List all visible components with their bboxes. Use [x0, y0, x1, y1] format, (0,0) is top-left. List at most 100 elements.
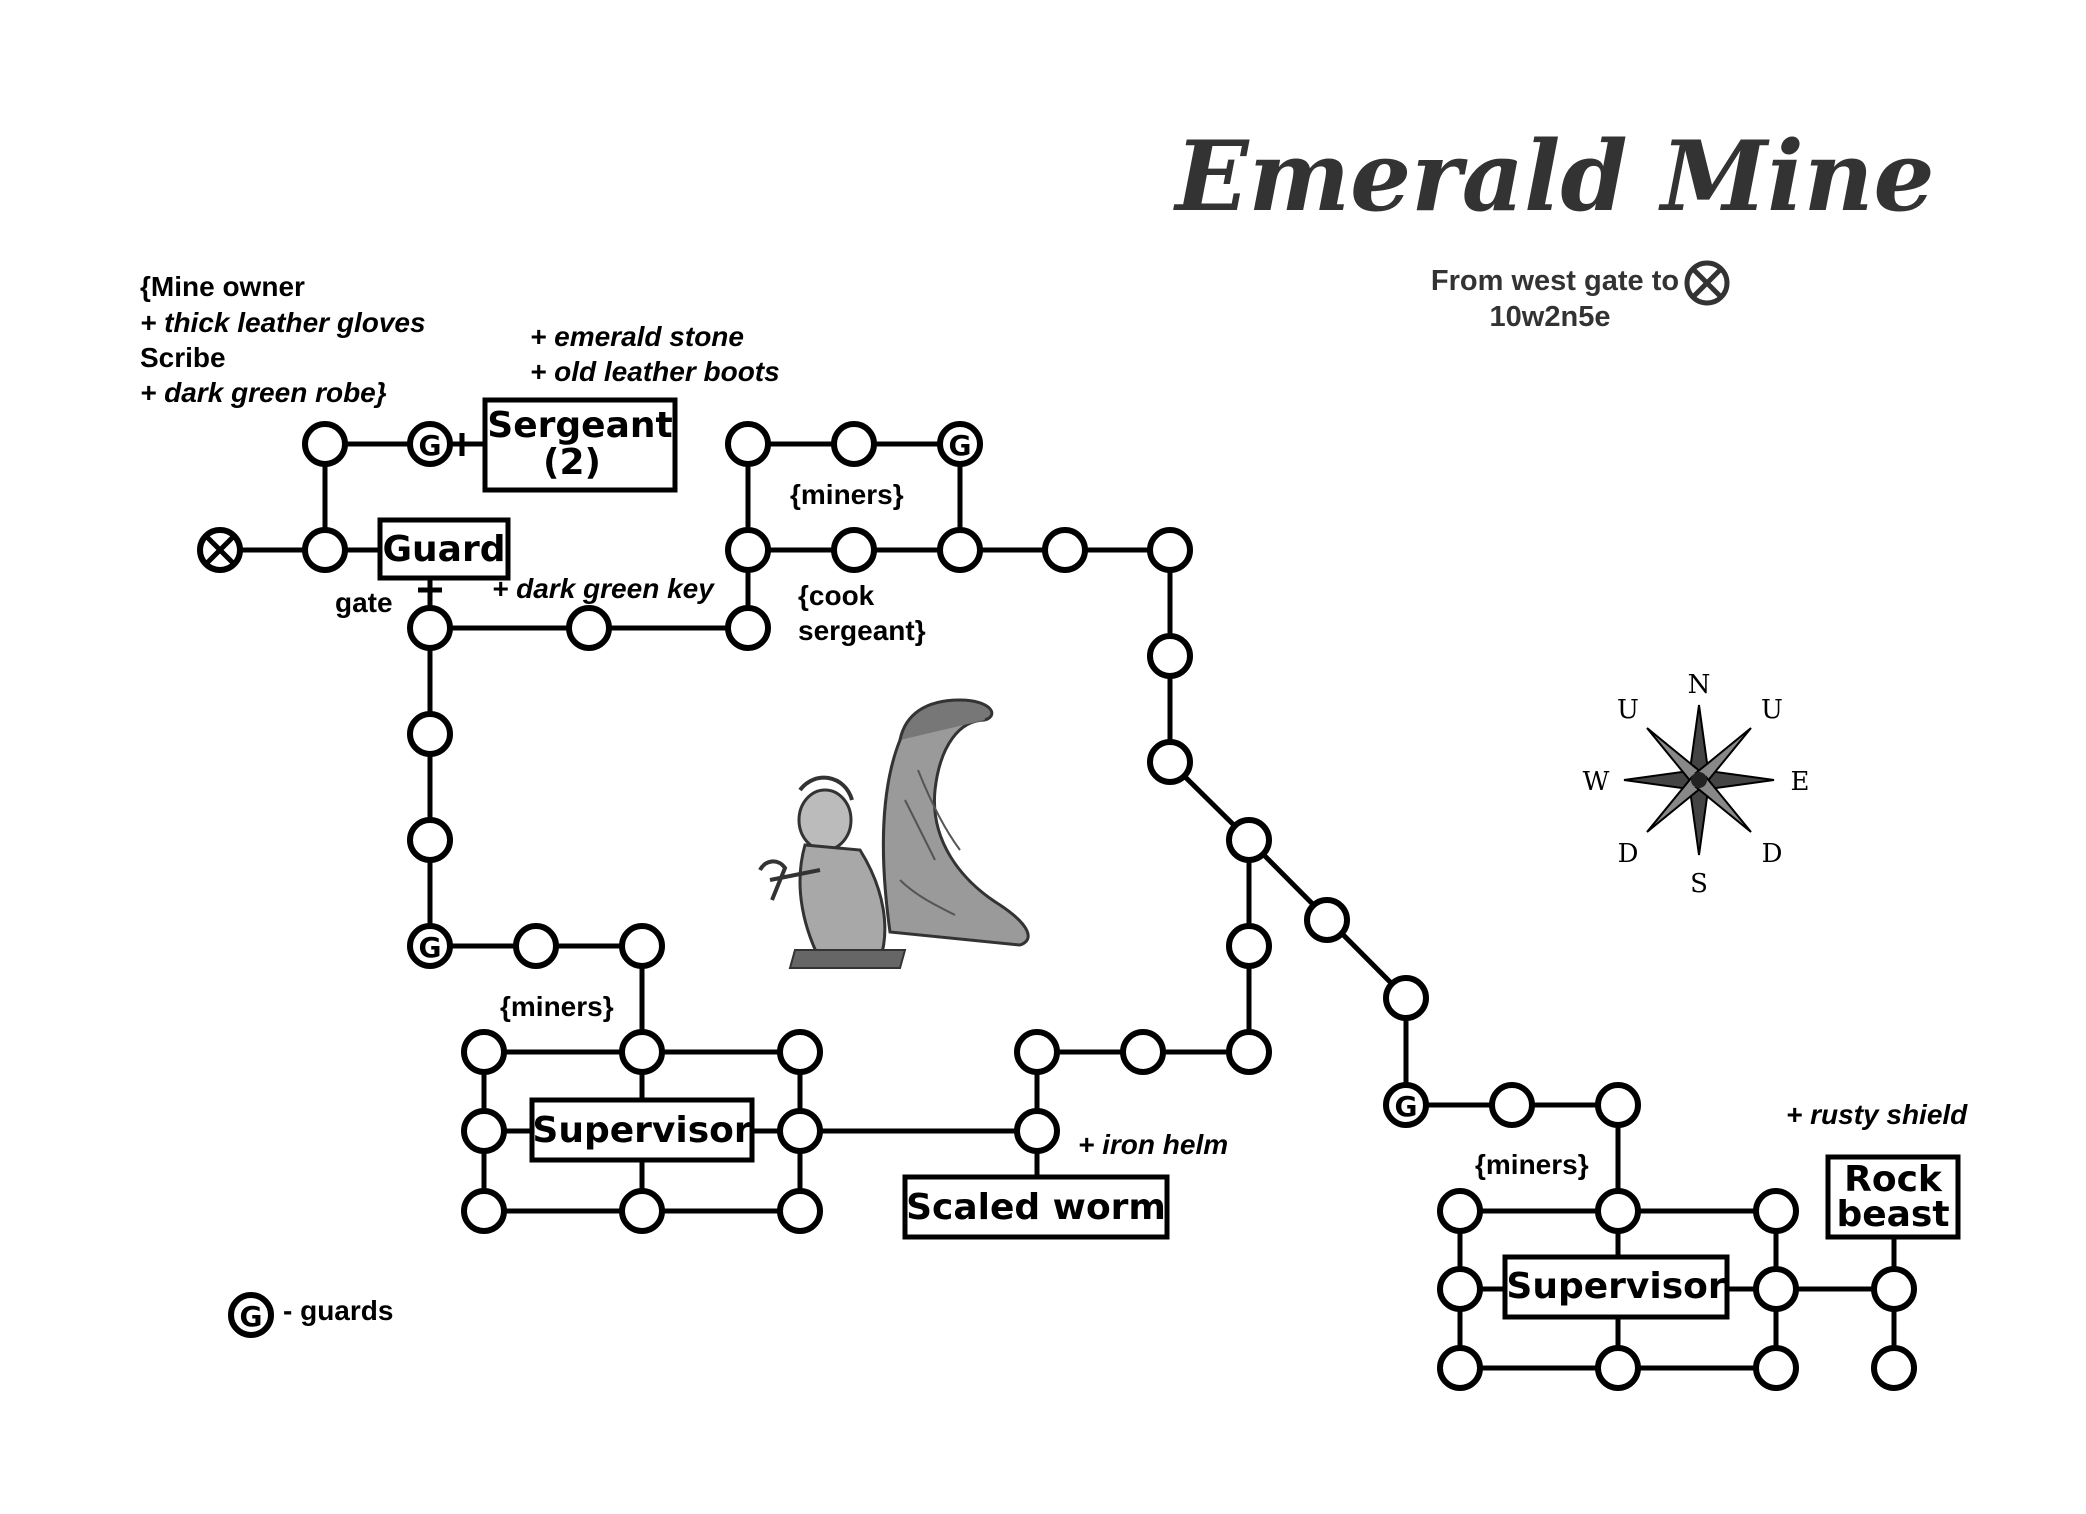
- label-rusty-shield: + rusty shield: [1786, 1099, 1968, 1130]
- room: [725, 421, 771, 467]
- supervisor-box-right: Supervisor: [1502, 1254, 1730, 1320]
- label-green-key: + dark green key: [492, 573, 715, 604]
- label-cook: {cook: [798, 580, 875, 611]
- svg-text:G: G: [419, 429, 442, 462]
- svg-text:(2): (2): [543, 442, 601, 483]
- svg-text:Scaled worm: Scaled worm: [906, 1187, 1166, 1228]
- svg-text:Supervisor: Supervisor: [1506, 1266, 1725, 1307]
- rock-beast-box: Rock beast: [1825, 1154, 1961, 1240]
- room: [407, 817, 453, 863]
- room: [1383, 975, 1429, 1021]
- room: [407, 605, 453, 651]
- room: [1014, 1108, 1060, 1154]
- room: [725, 605, 771, 651]
- guard-g-icon: G: [1383, 1082, 1429, 1128]
- svg-text:Sergeant: Sergeant: [487, 405, 672, 446]
- room: [1437, 1266, 1483, 1312]
- room: [1595, 1082, 1641, 1128]
- label-emerald-stone: + emerald stone: [530, 321, 744, 352]
- room: [1226, 923, 1272, 969]
- miner-and-worm-illustration: [758, 698, 1030, 969]
- compass-d-left: D: [1618, 839, 1639, 869]
- room: [461, 1108, 507, 1154]
- legend-guards-label: - guards: [283, 1295, 393, 1326]
- route-line-1: From west gate to: [1431, 265, 1679, 297]
- room: [1871, 1266, 1917, 1312]
- svg-text:Supervisor: Supervisor: [532, 1110, 751, 1151]
- room: [831, 421, 877, 467]
- room: [302, 421, 348, 467]
- svg-text:G: G: [1395, 1090, 1418, 1123]
- supervisor-box-left: Supervisor: [529, 1097, 755, 1163]
- room: [1147, 527, 1193, 573]
- label-miners-top: {miners}: [790, 479, 904, 510]
- label-leather-boots: + old leather boots: [530, 356, 780, 387]
- label-scribe: Scribe: [140, 342, 226, 373]
- compass-rose-icon: N S E W U U D D: [1583, 670, 1810, 899]
- room: [1147, 739, 1193, 785]
- svg-text:beast: beast: [1836, 1194, 1949, 1235]
- svg-text:Rock: Rock: [1844, 1159, 1943, 1200]
- room: [1304, 897, 1350, 943]
- guard-g-icon: G: [407, 923, 453, 969]
- room: [1753, 1345, 1799, 1391]
- room: [1595, 1188, 1641, 1234]
- svg-text:G: G: [240, 1300, 263, 1333]
- label-miners-left: {miners}: [500, 991, 614, 1022]
- label-miners-right: {miners}: [1475, 1149, 1589, 1180]
- exit-x-icon: [197, 527, 243, 573]
- compass-w: W: [1583, 767, 1610, 797]
- guard-g-icon: G: [407, 421, 453, 467]
- svg-text:G: G: [419, 931, 442, 964]
- compass-n: N: [1688, 670, 1711, 700]
- room: [1437, 1188, 1483, 1234]
- room: [1226, 1029, 1272, 1075]
- compass-u-left: U: [1617, 695, 1639, 725]
- room: [725, 527, 771, 573]
- room: [1871, 1345, 1917, 1391]
- room: [407, 711, 453, 757]
- label-cook-sergeant: sergeant}: [798, 615, 926, 646]
- room: [1042, 527, 1088, 573]
- compass-d-right: D: [1762, 839, 1783, 869]
- room: [937, 527, 983, 573]
- label-green-robe: + dark green robe}: [140, 377, 387, 408]
- label-gate: gate: [335, 587, 393, 618]
- compass-e: E: [1791, 767, 1810, 797]
- sergeant-box: Sergeant (2): [482, 397, 678, 493]
- room: [831, 527, 877, 573]
- svg-text:Guard: Guard: [383, 529, 506, 570]
- guard-box: Guard: [377, 517, 511, 581]
- route-line-2: 10w2n5e: [1490, 301, 1611, 333]
- room: [566, 605, 612, 651]
- label-mine-owner: {Mine owner: [140, 271, 305, 302]
- room: [1120, 1029, 1166, 1075]
- room: [619, 923, 665, 969]
- room: [1226, 817, 1272, 863]
- room: [777, 1188, 823, 1234]
- compass-u-right: U: [1761, 695, 1783, 725]
- guard-rooms: G G G G: [407, 421, 1429, 1128]
- svg-text:G: G: [949, 429, 972, 462]
- room: [1595, 1345, 1641, 1391]
- room: [777, 1108, 823, 1154]
- room: [619, 1029, 665, 1075]
- map-rooms: [302, 421, 1917, 1391]
- guard-g-icon: G: [937, 421, 983, 467]
- room: [1753, 1188, 1799, 1234]
- scaled-worm-box: Scaled worm: [902, 1174, 1170, 1240]
- room: [1147, 633, 1193, 679]
- room: [513, 923, 559, 969]
- room: [1753, 1266, 1799, 1312]
- room: [461, 1029, 507, 1075]
- room: [461, 1188, 507, 1234]
- room: [619, 1188, 665, 1234]
- compass-s: S: [1690, 869, 1708, 899]
- route-target-icon: [1684, 260, 1730, 306]
- room: [1437, 1345, 1483, 1391]
- room: [777, 1029, 823, 1075]
- room: [1489, 1082, 1535, 1128]
- legend-guard-icon: G: [228, 1292, 274, 1338]
- room: [1014, 1029, 1060, 1075]
